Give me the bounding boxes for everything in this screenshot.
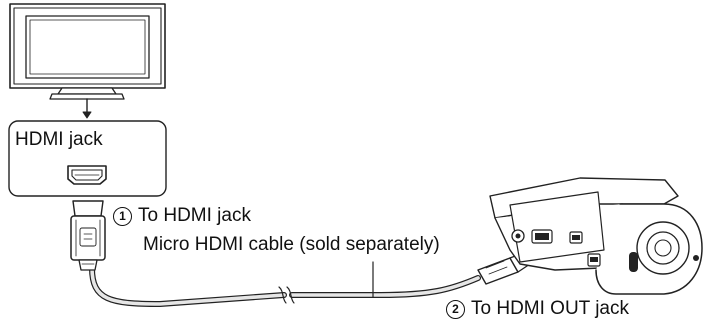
hdmi-plug xyxy=(70,200,106,271)
micro-hdmi-cable xyxy=(89,261,481,307)
step-2-text: To HDMI OUT jack xyxy=(471,298,630,319)
step-1-number: 1 xyxy=(113,207,132,226)
step-2-label: 2 To HDMI OUT jack xyxy=(446,298,629,320)
step-2-number: 2 xyxy=(446,300,465,319)
action-camera xyxy=(489,177,703,295)
hdmi-jack-box xyxy=(8,120,167,197)
step-1-label: 1 To HDMI jack xyxy=(113,205,251,227)
tv-illustration xyxy=(9,3,166,119)
tv-hdmi-jack-label: HDMI jack xyxy=(15,129,103,150)
step-1-text: To HDMI jack xyxy=(138,205,251,226)
cable-label: Micro HDMI cable (sold separately) xyxy=(143,234,440,255)
